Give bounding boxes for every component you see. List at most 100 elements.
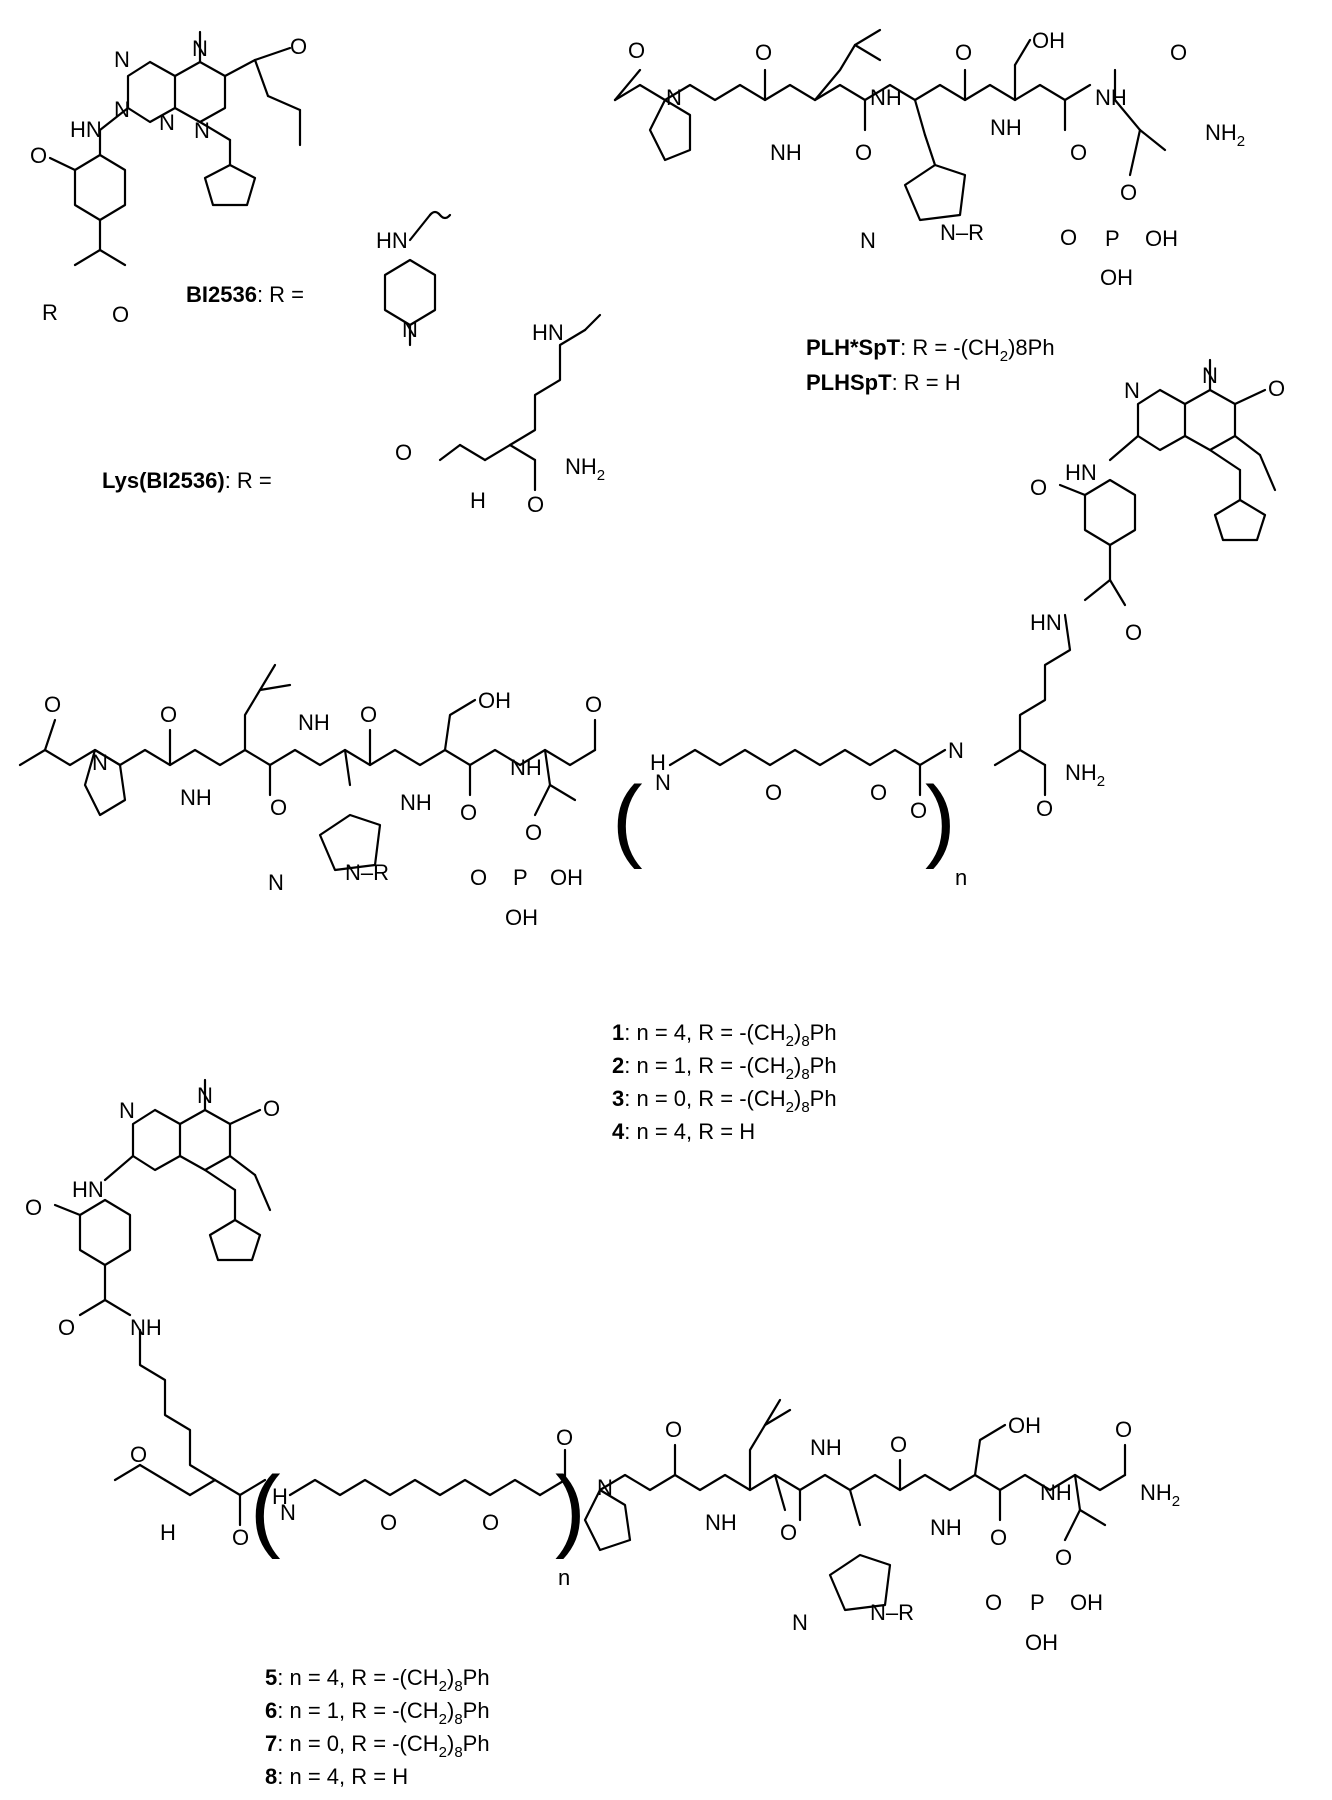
atom-o: O [628,38,645,63]
atom-o: O [910,798,927,823]
atom-o: O [1120,180,1137,205]
atom-o: O [25,1195,42,1220]
atom-o: O [232,1525,249,1550]
atom-hn: HN [70,117,102,142]
atom-h: H [650,750,666,775]
atom-n-r: N–R [345,860,389,885]
atom-p: P [1030,1590,1045,1615]
atom-n: N [860,228,876,253]
atom-h: H [470,488,486,513]
atom-o: O [395,440,412,465]
atom-o: O [955,40,972,65]
series-a-item: 3: n = 0, R = -(CH2)8Ph [612,1086,837,1116]
atom-n: N [92,750,108,775]
atom-o: O [985,1590,1002,1615]
atom-o: O [1030,475,1047,500]
atom-o: O [460,800,477,825]
atom-h: H [272,1484,288,1509]
series-a-item: 2: n = 1, R = -(CH2)8Ph [612,1053,837,1083]
atom-oh: OH [1070,1590,1103,1615]
atom-p: P [513,865,528,890]
atom-nh2: NH2 [565,454,605,484]
atom-o: O [263,1096,280,1121]
atom-oh: OH [1145,226,1178,251]
series-a-item: 4: n = 4, R = H [612,1119,755,1144]
atom-oh: OH [1100,265,1133,290]
atom-o: O [665,1417,682,1442]
lys-bi2536-r-group: HN H O O NH2 [395,313,605,517]
bracket-open: ( [250,1458,281,1560]
atom-nh: NH [180,785,212,810]
atom-n: N [597,1475,613,1500]
atom-p: P [1105,226,1120,251]
atom-r: R [42,300,58,325]
atom-h: H [160,1520,176,1545]
atom-hn: HN [1030,610,1062,635]
atom-o: O [1170,40,1187,65]
atom-hn: HN [532,320,564,345]
atom-hn: HN [1065,460,1097,485]
atom-o: O [525,820,542,845]
atom-o: O [585,692,602,717]
atom-oh: OH [1008,1413,1041,1438]
atom-o: O [44,692,61,717]
atom-oh: OH [550,865,583,890]
atom-n: N [280,1500,296,1525]
atom-n: N [159,110,175,135]
atom-o: O [890,1432,907,1457]
series-b-legend: 5: n = 4, R = -(CH2)8Ph 6: n = 1, R = -(… [265,1665,490,1789]
atom-o: O [765,780,782,805]
series-b-item: 7: n = 0, R = -(CH2)8Ph [265,1731,490,1761]
atom-o: O [780,1520,797,1545]
bracket-close: ) [925,768,956,870]
atom-oh: OH [478,688,511,713]
plh-spt-peptide: O N O NH NH O O OH NH O NH O NH2 O O P O… [613,28,1245,290]
atom-o: O [1125,620,1142,645]
bi2536-label: BI2536: R = [186,282,304,307]
atom-nh2: NH2 [1140,1480,1180,1510]
series-b-item: 5: n = 4, R = -(CH2)8Ph [265,1665,490,1695]
atom-nh: NH [510,755,542,780]
atom-o: O [130,1442,147,1467]
atom-o: O [556,1425,573,1450]
atom-o: O [990,1525,1007,1550]
bi2536-structure: N N N N N O HN O R O [30,30,307,327]
atom-o: O [1115,1417,1132,1442]
atom-o: O [30,143,47,168]
plh-star-spt-label: PLH*SpT: R = -(CH2)8Ph [806,335,1055,365]
atom-hn: HN [72,1177,104,1202]
atom-o: O [527,492,544,517]
atom-n: N [1202,363,1218,388]
atom-o: O [855,140,872,165]
atom-n: N [792,1610,808,1635]
plhspt-label: PLHSpT: R = H [806,370,961,395]
atom-nh: NH [400,790,432,815]
atom-o: O [380,1510,397,1535]
atom-n: N [666,85,682,110]
atom-n: N [119,1098,135,1123]
series-b-item: 6: n = 1, R = -(CH2)8Ph [265,1698,490,1728]
atom-nh: NH [1040,1480,1072,1505]
atom-o: O [482,1510,499,1535]
atom-nh: NH [298,710,330,735]
atom-nh: NH [930,1515,962,1540]
atom-n: N [114,97,130,122]
atom-o: O [470,865,487,890]
atom-n-r: N–R [940,220,984,245]
atom-n: N [402,317,418,342]
atom-nh: NH [810,1435,842,1460]
atom-nh2: NH2 [1065,760,1105,790]
series-a-item: 1: n = 4, R = -(CH2)8Ph [612,1020,837,1050]
atom-n: N [655,770,671,795]
atom-oh: OH [1032,28,1065,53]
atom-nh: NH [130,1315,162,1340]
atom-n: N [114,47,130,72]
atom-n: N [948,738,964,763]
atom-n: N [192,36,208,61]
atom-n: N [1124,378,1140,403]
series-b-item: 8: n = 4, R = H [265,1764,408,1789]
lys-bi2536-label: Lys(BI2536): R = [102,468,272,493]
atom-o: O [112,302,129,327]
atom-n-r: N–R [870,1600,914,1625]
